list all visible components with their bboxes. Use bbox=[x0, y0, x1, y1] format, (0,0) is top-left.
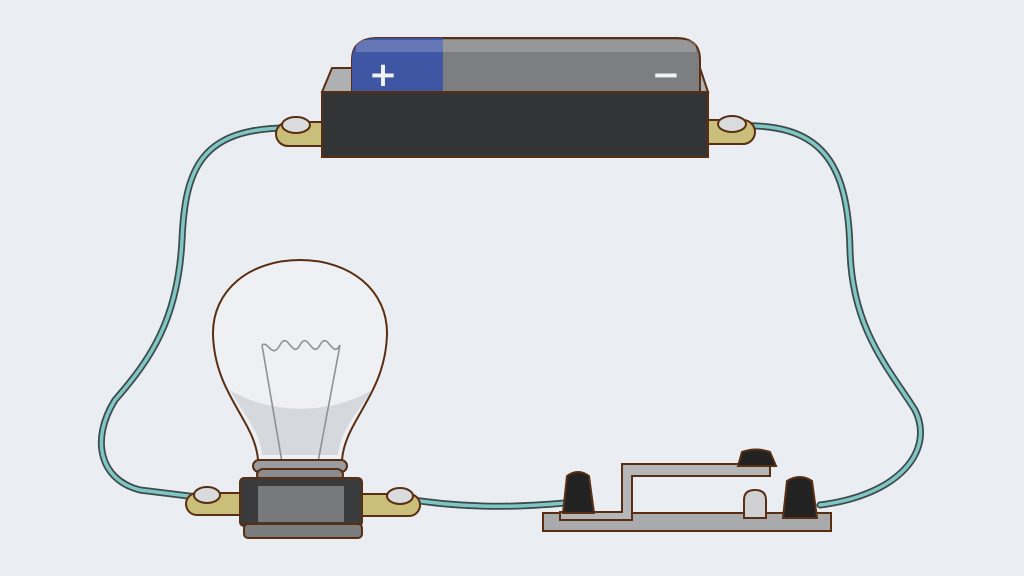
filament bbox=[261, 339, 341, 463]
light-bulb bbox=[185, 258, 421, 539]
battery-holder bbox=[321, 91, 709, 158]
screw-icon bbox=[386, 487, 414, 505]
negative-label: − bbox=[652, 55, 681, 95]
switch-handle[interactable] bbox=[736, 448, 778, 467]
switch-lever[interactable] bbox=[559, 463, 771, 521]
screw-icon bbox=[717, 115, 747, 133]
switch-knob-right[interactable] bbox=[781, 476, 819, 519]
switch-contact-post bbox=[743, 488, 767, 519]
screw-icon bbox=[193, 486, 221, 504]
screw-icon bbox=[281, 116, 311, 134]
wire-battery-to-bulb bbox=[99, 126, 290, 500]
switch-knob-left[interactable] bbox=[561, 471, 596, 514]
knife-switch[interactable] bbox=[542, 448, 832, 532]
battery: + − bbox=[275, 37, 756, 158]
positive-label: + bbox=[369, 55, 398, 95]
wire-battery-to-switch bbox=[733, 124, 923, 507]
